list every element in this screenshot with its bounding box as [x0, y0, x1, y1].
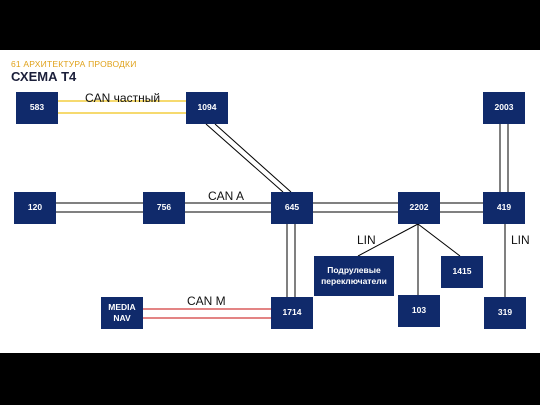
can-a-diag-1: [205, 123, 284, 193]
node-645: 645: [271, 192, 313, 224]
node-583: 583: [16, 92, 58, 124]
node-1094: 1094: [186, 92, 228, 124]
lin-wire-steering: [357, 223, 419, 257]
label-lin-right: LIN: [511, 233, 530, 247]
node-steering-switches: Подрулевые переключатели: [314, 256, 394, 296]
slide: 61 АРХИТЕКТУРА ПРОВОДКИ СХЕМА T4 583 109…: [0, 50, 540, 353]
can-a-diag-2: [214, 123, 292, 193]
node-2202: 2202: [398, 192, 440, 224]
label-lin-left: LIN: [357, 233, 376, 247]
node-419: 419: [483, 192, 525, 224]
label-can-a: CAN A: [208, 189, 245, 203]
node-120: 120: [14, 192, 56, 224]
node-319: 319: [484, 297, 526, 329]
section-subtitle: 61 АРХИТЕКТУРА ПРОВОДКИ: [11, 59, 137, 69]
node-1714: 1714: [271, 297, 313, 329]
node-media-nav: MEDIA NAV: [101, 297, 143, 329]
label-can-m: CAN M: [187, 294, 226, 308]
lin-wire-1415: [417, 223, 461, 257]
node-756: 756: [143, 192, 185, 224]
node-103: 103: [398, 295, 440, 327]
page-title: СХЕМА T4: [11, 69, 77, 84]
node-1415: 1415: [441, 256, 483, 288]
wiring-lines: [48, 100, 509, 319]
label-can-private: CAN частный: [85, 91, 161, 105]
node-2003: 2003: [483, 92, 525, 124]
